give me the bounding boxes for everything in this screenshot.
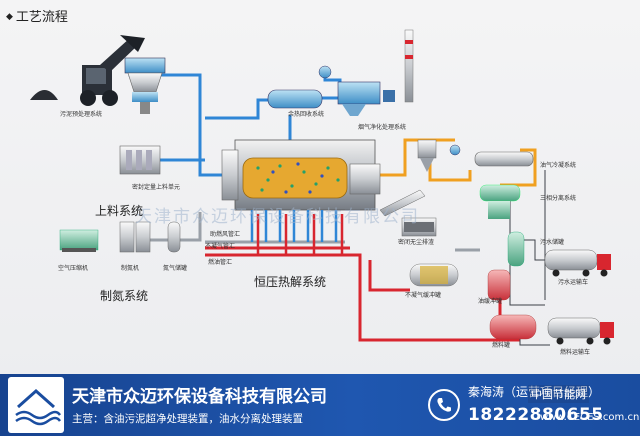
air-compressor-icon	[59, 229, 99, 252]
label-n2-tank: 氮气储罐	[163, 265, 188, 272]
company-logo	[8, 377, 64, 433]
dirty-water-truck-icon	[544, 249, 611, 277]
contact-phone: 18222880655	[468, 405, 604, 425]
footer-banner: 天津市众迈环保设备科技有限公司 主营：含油污泥超净处理装置，油水分离处理装置 秦…	[0, 374, 640, 436]
label-feed: 密封定量上料单元	[132, 184, 181, 191]
label-flue-gas: 烟气净化处理系统	[358, 124, 407, 131]
label-nitrogen-sys: 制氮系统	[100, 289, 149, 303]
three-phase-separator-icon	[479, 184, 521, 219]
contact-person: 秦海涛（运营项目经理）	[468, 385, 601, 399]
label-seal-conv: 密闭无尘排渣	[398, 239, 435, 246]
phone-icon	[428, 389, 460, 421]
flue-gas-cleaner-icon	[337, 81, 395, 116]
heat-recovery-icon	[267, 89, 323, 109]
label-heat-recovery: 余热回收系统	[288, 111, 325, 118]
noncond-tank-icon	[409, 263, 459, 287]
label-fuel-tank: 燃料罐	[492, 342, 511, 349]
label-feed-sys: 上料系统	[95, 204, 144, 218]
chimney-icon	[404, 29, 414, 103]
label-oil-cond: 油气冷凝系统	[540, 162, 577, 169]
fuel-tank-icon	[489, 314, 537, 340]
label-nitrogen-mk: 制氮机	[121, 265, 140, 272]
label-noncond-pipe: 不凝气管汇	[205, 243, 236, 250]
nitrogen-tank-icon	[167, 221, 181, 253]
process-diagram	[30, 29, 614, 346]
fuel-truck-icon	[547, 317, 614, 345]
label-dirty-truck: 污水运输车	[558, 279, 589, 286]
dirty-water-tank-icon	[507, 231, 525, 267]
red-pipes	[205, 246, 520, 342]
slag-conveyor-icon	[379, 189, 437, 237]
business-scope: 主营：含油污泥超净处理装置，油水分离处理装置	[72, 413, 303, 425]
pretreatment-unit-icon	[124, 57, 166, 114]
site-watermark: 中国节能网	[528, 385, 589, 403]
pyrolysis-kiln	[221, 139, 381, 255]
wave-logo-icon	[15, 388, 62, 426]
label-fuel-truck: 燃料运输车	[560, 349, 591, 356]
label-dirty-tank: 污水储罐	[540, 239, 565, 246]
blower-icon	[318, 65, 332, 79]
label-noncond-tank: 不凝气缓冲罐	[405, 292, 442, 299]
label-combust-pipe: 助燃风管汇	[210, 231, 241, 238]
oil-condenser-icon	[417, 139, 534, 172]
nitrogen-generator-icon	[119, 221, 151, 253]
site-url-watermark: www.CECES.com.cn	[540, 412, 640, 423]
skid-loader-icon	[80, 35, 145, 106]
sludge-pile-icon	[30, 90, 58, 100]
page-title-text: 工艺流程	[15, 10, 68, 25]
sealed-feeder-icon	[119, 145, 161, 175]
diamond-bullet-icon: ◆	[6, 12, 13, 22]
page-title: ◆工艺流程	[6, 6, 68, 25]
label-three-phase: 三相分离系统	[540, 195, 577, 202]
label-fuel-pipe: 燃油管汇	[208, 259, 233, 266]
oil-buffer-tank-icon	[487, 269, 511, 301]
label-pretreat: 污泥预处理系统	[60, 111, 103, 118]
company-name: 天津市众迈环保设备科技有限公司	[72, 387, 327, 407]
label-oil-buffer: 油缓冲罐	[478, 298, 503, 305]
label-pyrolysis: 恒压热解系统	[254, 275, 327, 289]
watermark: 天津市众迈环保设备科技有限公司	[135, 207, 420, 227]
label-air-comp: 空气压缩机	[58, 265, 89, 272]
